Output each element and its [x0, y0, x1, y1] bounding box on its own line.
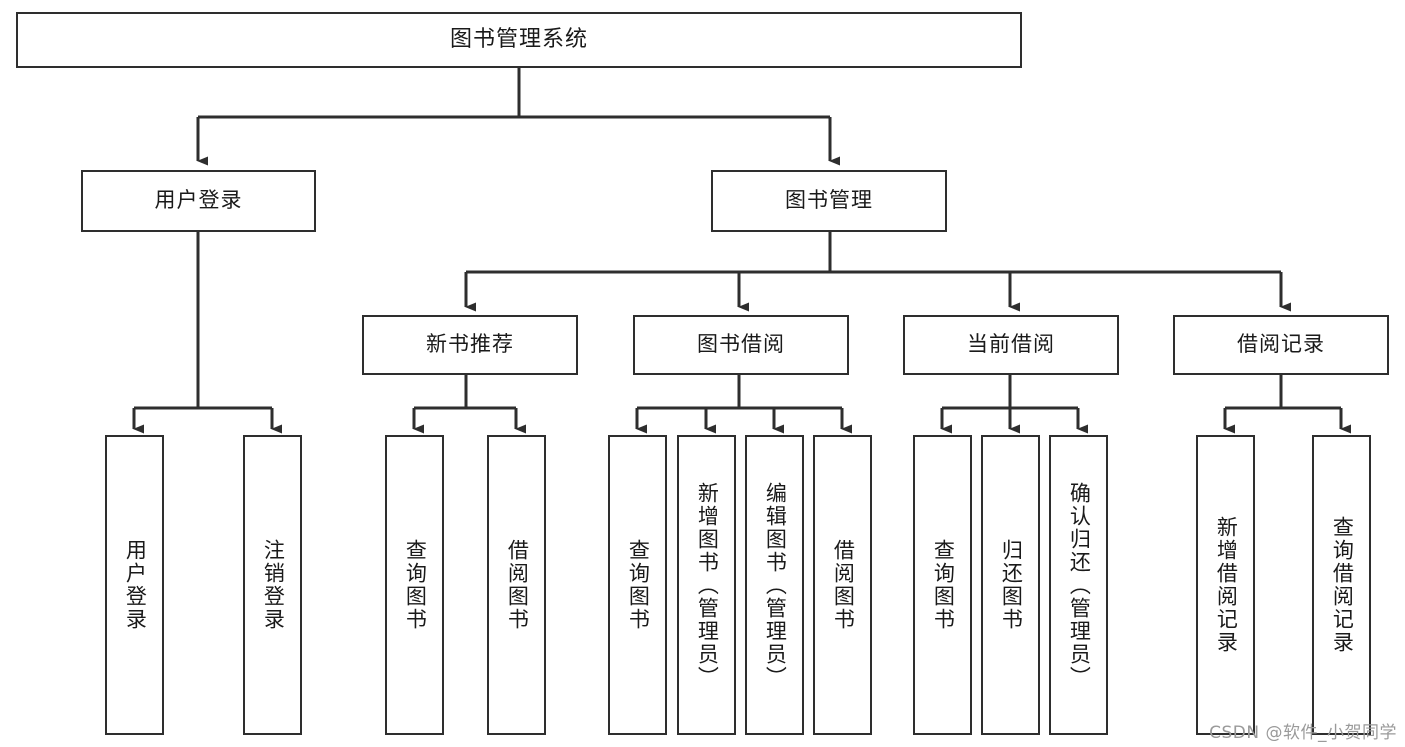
node-label: 新增借阅记录 [1214, 516, 1239, 654]
node-book-management[interactable]: 图书管理 [711, 170, 947, 232]
leaf-logout[interactable]: 注销登录 [243, 435, 302, 735]
node-label: 归还图书 [999, 539, 1024, 631]
node-label: 新书推荐 [426, 332, 514, 357]
leaf-return-book[interactable]: 归还图书 [981, 435, 1040, 735]
node-label: 查询图书 [626, 539, 651, 631]
node-label: 借阅图书 [505, 539, 530, 631]
node-label: 编辑图书（管理员） [763, 481, 788, 689]
node-label: 查询图书 [403, 539, 428, 631]
node-label: 查询借阅记录 [1330, 516, 1355, 654]
node-borrow-record[interactable]: 借阅记录 [1173, 315, 1389, 375]
leaf-add-borrow-record[interactable]: 新增借阅记录 [1196, 435, 1255, 735]
leaf-add-book-admin[interactable]: 新增图书（管理员） [677, 435, 736, 735]
csdn-watermark: CSDN @软件_小贺同学 [1209, 723, 1397, 743]
node-label: 当前借阅 [967, 332, 1055, 357]
node-current-borrow[interactable]: 当前借阅 [903, 315, 1119, 375]
leaf-confirm-return-admin[interactable]: 确认归还（管理员） [1049, 435, 1108, 735]
node-label: 新增图书（管理员） [695, 481, 720, 689]
node-label: 用户登录 [123, 539, 148, 631]
node-label: 用户登录 [154, 188, 243, 213]
leaf-borrow-book-new[interactable]: 借阅图书 [487, 435, 546, 735]
leaf-query-borrow-record[interactable]: 查询借阅记录 [1312, 435, 1371, 735]
node-label: 注销登录 [261, 539, 286, 631]
leaf-query-book-current[interactable]: 查询图书 [913, 435, 972, 735]
node-new-book-recommend[interactable]: 新书推荐 [362, 315, 578, 375]
leaf-query-book-new[interactable]: 查询图书 [385, 435, 444, 735]
leaf-user-login[interactable]: 用户登录 [105, 435, 164, 735]
node-book-borrow[interactable]: 图书借阅 [633, 315, 849, 375]
leaf-borrow-book[interactable]: 借阅图书 [813, 435, 872, 735]
leaf-query-book-borrow[interactable]: 查询图书 [608, 435, 667, 735]
node-label: 借阅记录 [1237, 332, 1325, 357]
node-user-login[interactable]: 用户登录 [81, 170, 316, 232]
node-root-system[interactable]: 图书管理系统 [16, 12, 1022, 68]
node-label: 图书管理 [785, 188, 873, 213]
leaf-edit-book-admin[interactable]: 编辑图书（管理员） [745, 435, 804, 735]
node-label: 图书借阅 [697, 332, 785, 357]
node-label: 查询图书 [931, 539, 956, 631]
node-label: 图书管理系统 [449, 26, 588, 52]
node-label: 确认归还（管理员） [1067, 481, 1092, 689]
node-label: 借阅图书 [831, 539, 856, 631]
